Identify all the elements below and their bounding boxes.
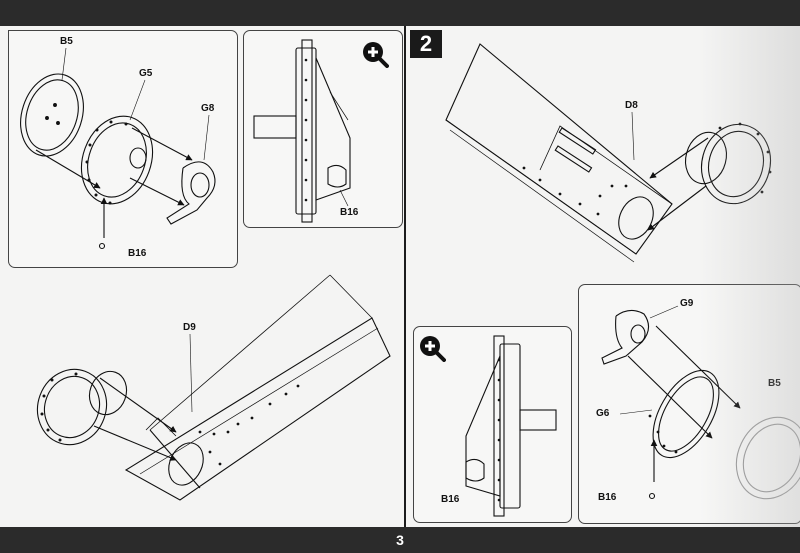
step-2-sub-panel <box>578 284 800 524</box>
top-band <box>0 0 800 26</box>
callout-b16-detail-right: B16 <box>441 494 460 505</box>
page-number: 3 <box>396 532 404 548</box>
step-1-detail-drawing <box>253 39 351 223</box>
page-edge-shadow <box>700 26 800 527</box>
step-2-hull-drawing <box>445 43 772 263</box>
step-2-detail-panel <box>413 326 572 523</box>
callout-b5-right: B5 <box>768 378 781 389</box>
step-1-hull-assembly-drawing <box>36 274 391 501</box>
zoom-in-plus-icon <box>363 42 389 68</box>
callout-b5: B5 <box>60 36 73 47</box>
step-1-detail-panel <box>243 30 403 228</box>
step-1-parts-drawing <box>20 47 216 250</box>
step-1-main-panel <box>8 30 238 268</box>
callout-d9: D9 <box>183 322 196 333</box>
callout-g6: G6 <box>596 408 610 419</box>
step-2-detail-drawing <box>465 335 557 517</box>
step-2-sub-drawing <box>601 305 800 500</box>
callout-b16-right: B16 <box>598 492 617 503</box>
center-divider <box>404 26 406 527</box>
callout-b16: B16 <box>128 248 147 259</box>
bottom-band <box>0 527 800 553</box>
step-2-badge: 2 <box>410 30 442 58</box>
zoom-in-plus-icon <box>420 336 446 362</box>
callout-g8: G8 <box>201 103 215 114</box>
callout-g9: G9 <box>680 298 694 309</box>
callout-b16-detail: B16 <box>340 207 359 218</box>
callout-g5: G5 <box>139 68 153 79</box>
callout-d8: D8 <box>625 100 638 111</box>
